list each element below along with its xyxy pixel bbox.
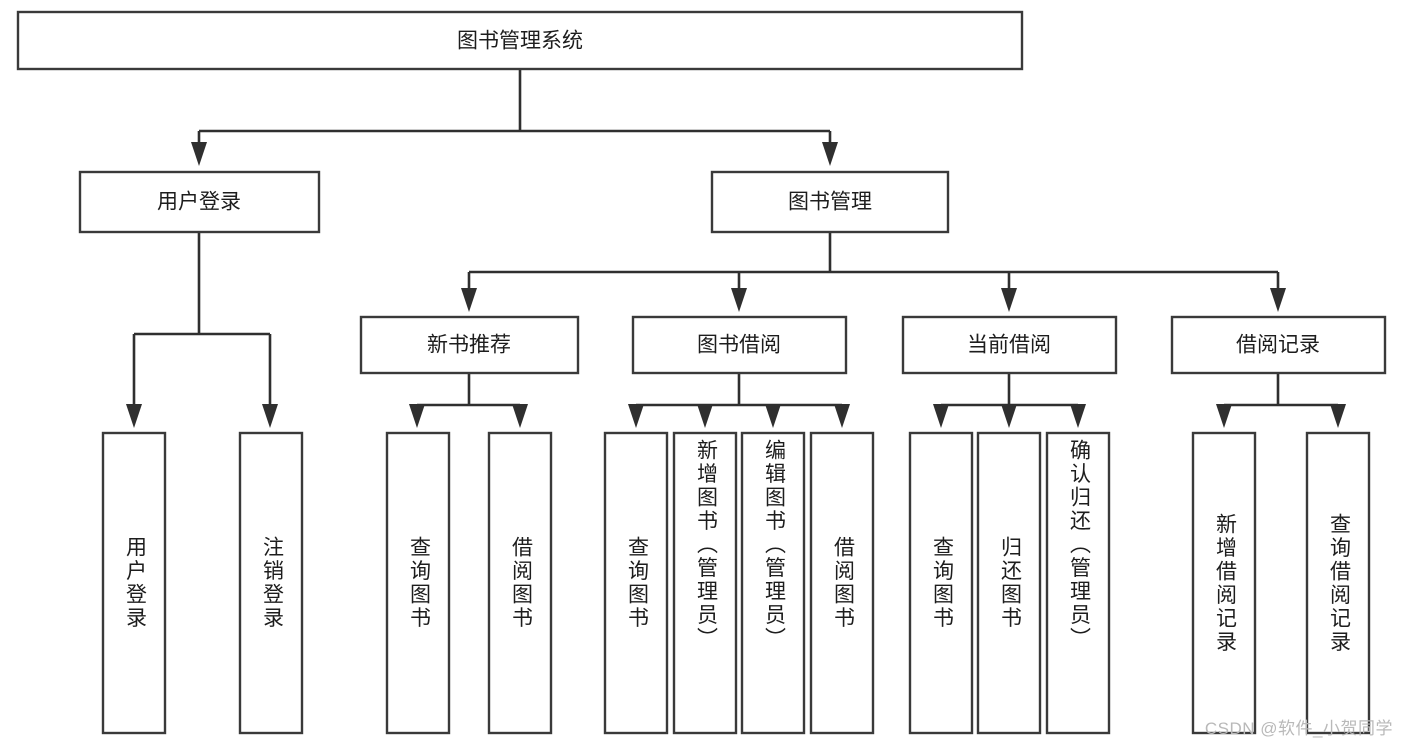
node-current-borrow[interactable]: 当前借阅 [901, 315, 1118, 375]
leaf-boxes-layer[interactable] [101, 431, 1371, 735]
arrow-to-borrow-books [731, 288, 747, 312]
node-new-book-recommend-label: 新书推荐 [427, 334, 511, 357]
arrow-leaf-query-book-2 [628, 404, 644, 428]
leaf-box-confirm-return[interactable] [1045, 431, 1111, 735]
leaf-box-query-book-2[interactable] [603, 431, 669, 735]
leaf-box-query-book-3[interactable] [908, 431, 974, 735]
arrow-to-user-login [191, 142, 207, 166]
node-borrow-record-box[interactable] [1170, 315, 1387, 375]
node-root[interactable]: 图书管理系统 [16, 10, 1024, 71]
node-root-box[interactable] [16, 10, 1024, 71]
node-book-management-label: 图书管理 [788, 191, 872, 214]
node-user-login[interactable]: 用户登录 [78, 170, 321, 234]
node-book-borrow-label: 图书借阅 [697, 334, 781, 357]
node-new-book-recommend-box[interactable] [359, 315, 580, 375]
leaf-box-return-book[interactable] [976, 431, 1042, 735]
leaf-box-logout[interactable] [238, 431, 304, 735]
node-current-borrow-box[interactable] [901, 315, 1118, 375]
leaf-box-edit-book[interactable] [740, 431, 806, 735]
arrow-leaf-borrow-book-2 [834, 404, 850, 428]
arrow-leaf-borrow-book-1 [512, 404, 528, 428]
node-user-login-box[interactable] [78, 170, 321, 234]
csdn-watermark: CSDN @软件_小贺同学 [1204, 719, 1393, 738]
arrow-leaf-confirm-return [1070, 404, 1086, 428]
arrow-leaf-logout [262, 404, 278, 428]
node-book-management[interactable]: 图书管理 [710, 170, 950, 234]
arrow-to-book-mgmt [822, 142, 838, 166]
arrow-leaf-add-record [1216, 404, 1232, 428]
arrow-to-borrow-records [1270, 288, 1286, 312]
arrow-leaf-query-record [1330, 404, 1346, 428]
node-user-login-label: 用户登录 [157, 191, 241, 214]
connector-layer [126, 69, 1346, 428]
node-current-borrow-label: 当前借阅 [967, 334, 1051, 357]
leaf-box-borrow-book-2[interactable] [809, 431, 875, 735]
node-borrow-record-label: 借阅记录 [1236, 334, 1320, 357]
arrow-leaf-user-login [126, 404, 142, 428]
node-borrow-record[interactable]: 借阅记录 [1170, 315, 1387, 375]
node-root-label: 图书管理系统 [457, 30, 583, 53]
arrow-to-current-borrow [1001, 288, 1017, 312]
leaf-box-add-book[interactable] [672, 431, 738, 735]
leaf-box-add-record[interactable] [1191, 431, 1257, 735]
node-new-book-recommend[interactable]: 新书推荐 [359, 315, 580, 375]
node-book-borrow-box[interactable] [631, 315, 848, 375]
leaf-box-query-book-1[interactable] [385, 431, 451, 735]
arrow-leaf-query-book-1 [409, 404, 425, 428]
leaf-box-user-login[interactable] [101, 431, 167, 735]
leaf-box-borrow-book-1[interactable] [487, 431, 553, 735]
arrow-to-new-books [461, 288, 477, 312]
node-book-borrow[interactable]: 图书借阅 [631, 315, 848, 375]
arrow-leaf-add-book [697, 404, 713, 428]
arrow-leaf-return-book [1001, 404, 1017, 428]
leaf-box-query-record[interactable] [1305, 431, 1371, 735]
arrow-leaf-query-book-3 [933, 404, 949, 428]
node-book-management-box[interactable] [710, 170, 950, 234]
arrow-leaf-edit-book [765, 404, 781, 428]
